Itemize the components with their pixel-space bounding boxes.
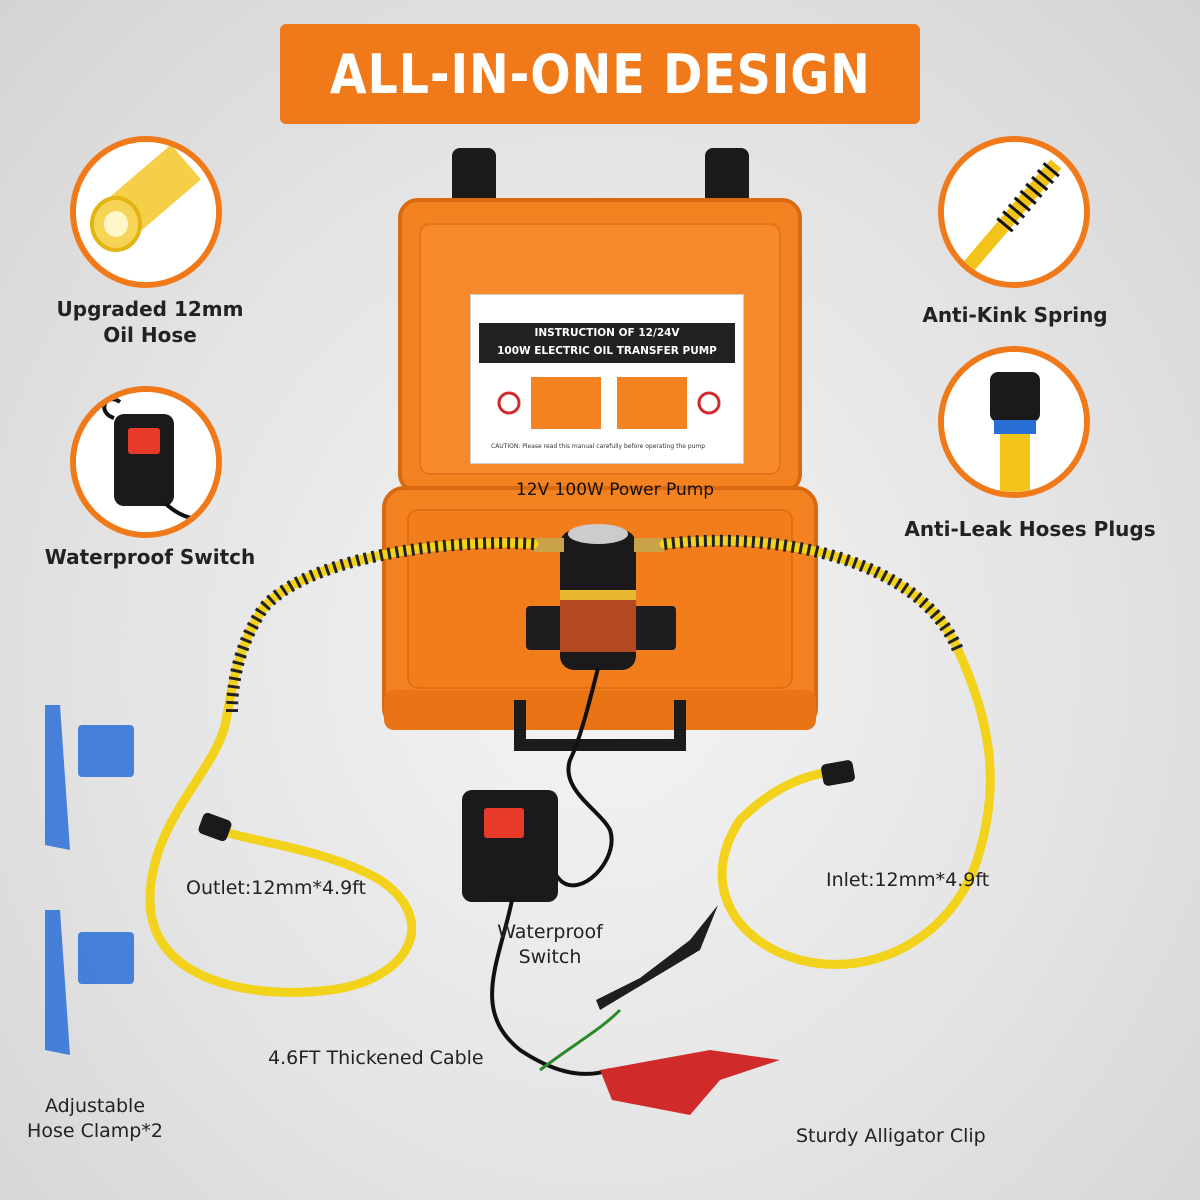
switch-callout: Waterproof Switch	[497, 921, 603, 968]
pump-callout: 12V 100W Power Pump	[515, 480, 715, 500]
manual-title-line2: 100W ELECTRIC OIL TRANSFER PUMP	[497, 345, 717, 357]
oil-hose-text: Upgraded 12mm Oil Hose	[56, 297, 244, 347]
outlet-plug	[198, 812, 232, 842]
clip-callout: Sturdy Alligator Clip	[796, 1125, 986, 1147]
inlet-plug	[821, 760, 855, 786]
manual-title-line1: INSTRUCTION OF 12/24V	[534, 327, 680, 339]
black-alligator-clip	[596, 905, 718, 1010]
title-banner: ALL-IN-ONE DESIGN	[280, 24, 920, 124]
banner-title: ALL-IN-ONE DESIGN	[329, 42, 871, 106]
case-latch-right	[705, 148, 749, 212]
cable-callout: 4.6FT Thickened Cable	[268, 1047, 484, 1069]
case-handle	[514, 700, 686, 751]
red-alligator-clip	[600, 1050, 780, 1115]
spring-feature-image	[938, 136, 1090, 288]
inlet-spring	[663, 534, 964, 653]
plugs-feature-image	[938, 346, 1090, 498]
inline-switch-rocker	[484, 808, 524, 838]
inline-switch-box	[462, 790, 558, 902]
manual-photo	[497, 377, 721, 429]
hose-clamp-1	[45, 705, 70, 850]
spring-label: Anti-Kink Spring	[922, 303, 1108, 327]
clamp-callout: Adjustable Hose Clamp*2	[27, 1095, 163, 1142]
manual-caution: CAUTION: Please read this manual careful…	[491, 443, 706, 450]
hose-clamp-2	[45, 910, 70, 1055]
outlet-spring	[226, 537, 535, 713]
switch-label: Waterproof Switch	[44, 545, 256, 569]
plugs-label: Anti-Leak Hoses Plugs	[904, 517, 1156, 541]
instruction-manual: INSTRUCTION OF 12/24V 100W ELECTRIC OIL …	[470, 294, 744, 464]
inlet-callout: Inlet:12mm*4.9ft	[826, 869, 990, 891]
oil-hose-feature-image	[70, 136, 222, 288]
oil-hose-label: Upgraded 12mm Oil Hose	[40, 296, 260, 348]
inlet-hose	[659, 536, 995, 969]
manual-title: INSTRUCTION OF 12/24V 100W ELECTRIC OIL …	[479, 323, 735, 363]
outlet-callout: Outlet:12mm*4.9ft	[186, 877, 366, 899]
switch-feature-image	[70, 386, 222, 538]
case-latch-left	[452, 148, 496, 212]
